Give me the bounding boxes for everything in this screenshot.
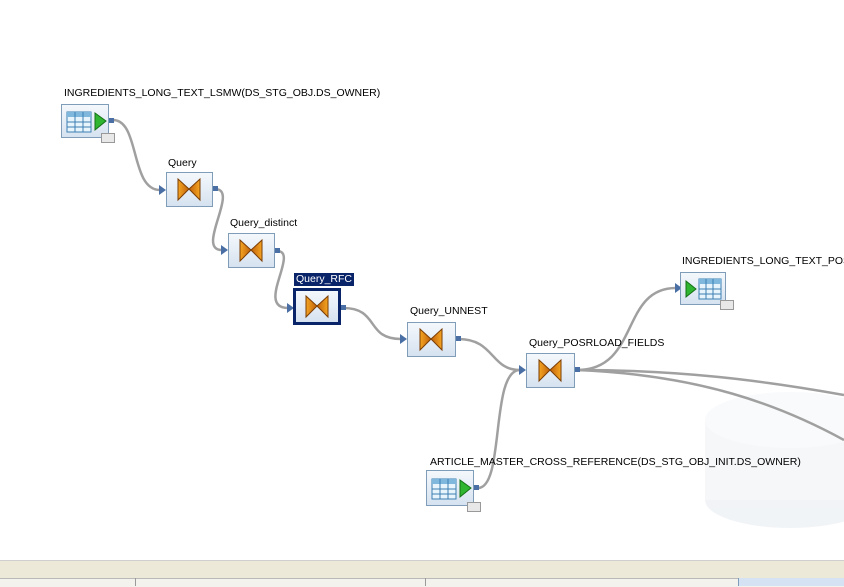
magnifier-icon[interactable]: [467, 502, 481, 512]
query-unnest-out-port[interactable]: [456, 336, 461, 341]
query-out-port[interactable]: [213, 186, 218, 191]
target-post-label[interactable]: INGREDIENTS_LONG_TEXT_POST: [682, 255, 844, 267]
query-icon: [538, 358, 562, 383]
link-distinct-rfc[interactable]: [274, 249, 289, 310]
tab-strip: [0, 578, 844, 587]
query-icon: [177, 177, 201, 202]
article-xref-node[interactable]: [426, 470, 474, 506]
link-lsmw-query[interactable]: [112, 118, 161, 192]
source-lsmw-label[interactable]: INGREDIENTS_LONG_TEXT_LSMW(DS_STG_OBJ.DS…: [64, 87, 381, 99]
query-icon: [305, 294, 329, 319]
tab-divider: [135, 578, 136, 586]
source-lsmw-out-port[interactable]: [109, 118, 114, 123]
query-unnest-label[interactable]: Query_UNNEST: [410, 305, 488, 317]
query-label[interactable]: Query: [168, 157, 197, 169]
query-icon: [239, 238, 263, 263]
article-xref-label[interactable]: ARTICLE_MASTER_CROSS_REFERENCE(DS_STG_OB…: [430, 456, 801, 468]
magnifier-icon[interactable]: [101, 133, 115, 143]
connections: [112, 118, 844, 490]
query-distinct-out-port[interactable]: [275, 248, 280, 253]
query-unnest-node[interactable]: [407, 322, 456, 357]
port-arrows: [159, 185, 682, 375]
query-rfc-node[interactable]: [293, 288, 341, 325]
link-posrload-out-1[interactable]: [576, 368, 844, 397]
link-unnest-posrload[interactable]: [457, 337, 521, 372]
query-rfc-label[interactable]: Query_RFC: [294, 273, 355, 286]
table-icon: [685, 278, 722, 300]
tab-active[interactable]: [738, 578, 844, 586]
database-watermark: [705, 392, 844, 528]
link-rfc-unnest[interactable]: [342, 306, 402, 341]
query-icon: [419, 327, 443, 352]
query-posrload-out-port[interactable]: [575, 367, 580, 372]
query-distinct-label[interactable]: Query_distinct: [230, 217, 298, 229]
link-posrload-out-2[interactable]: [576, 368, 844, 442]
link-posrload-target[interactable]: [576, 286, 677, 372]
table-icon: [66, 111, 107, 133]
article-xref-out-port[interactable]: [474, 485, 479, 490]
target-post-node[interactable]: [680, 272, 726, 305]
query-posrload-label[interactable]: Query_POSRLOAD_FIELDS: [529, 337, 665, 349]
query-distinct-node[interactable]: [228, 233, 275, 268]
tab-divider: [425, 578, 426, 586]
table-icon: [431, 478, 472, 500]
source-lsmw-node[interactable]: [61, 104, 109, 138]
play-icon: [459, 479, 472, 499]
link-xref-posrload[interactable]: [477, 368, 521, 490]
play-icon: [94, 112, 107, 132]
query-posrload-node[interactable]: [526, 353, 575, 388]
query-node[interactable]: [166, 172, 213, 207]
query-rfc-out-port[interactable]: [341, 305, 346, 310]
play-icon: [685, 279, 697, 299]
link-query-distinct[interactable]: [211, 187, 225, 252]
magnifier-icon[interactable]: [720, 300, 734, 310]
